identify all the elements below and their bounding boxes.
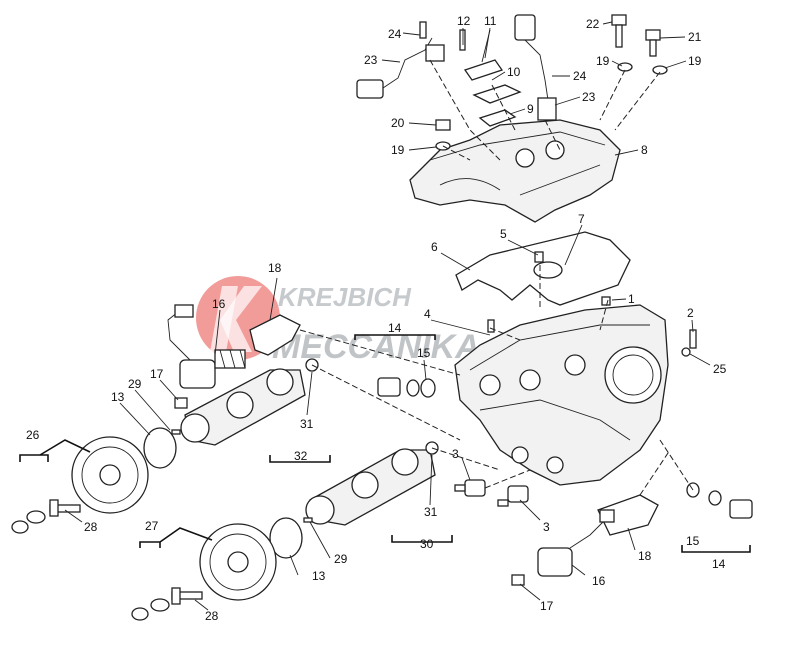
label-13-top: 13 [111, 390, 125, 404]
label-32: 32 [294, 449, 308, 463]
label-3-left: 3 [452, 447, 459, 461]
label-9: 9 [527, 102, 534, 116]
bolt-17-top [174, 397, 188, 409]
plug-5 [534, 251, 544, 263]
label-20: 20 [391, 116, 405, 130]
label-1: 1 [628, 292, 635, 306]
sensor-2 [689, 329, 697, 349]
label-19-right: 19 [688, 54, 702, 68]
label-21: 21 [688, 30, 702, 44]
bolts-22-21 [611, 14, 668, 75]
label-22: 22 [586, 17, 600, 31]
label-6: 6 [431, 240, 438, 254]
label-28-bottom: 28 [205, 609, 219, 623]
sensor-wire-23-right [514, 14, 557, 121]
label-11: 11 [484, 14, 497, 28]
camshaft-30 [305, 441, 439, 526]
plug-assembly-14-right [686, 482, 753, 519]
label-16-bottom: 16 [592, 574, 606, 588]
plug-3-parts [454, 479, 529, 507]
label-15-right: 15 [686, 534, 700, 548]
bolt-17-bottom [511, 574, 525, 586]
watermark-line1: KREJBICH [278, 282, 412, 312]
bracket-18-top [249, 314, 301, 356]
key-29-bottom [303, 517, 313, 523]
label-14-left: 14 [388, 321, 402, 335]
camshaft-32 [180, 358, 319, 446]
cylinder-head [454, 296, 697, 486]
label-24-right: 24 [573, 69, 587, 83]
key-29-top [171, 429, 181, 435]
label-26: 26 [26, 428, 40, 442]
solenoid-16-top [167, 304, 301, 409]
sensor-11 [459, 29, 504, 81]
plug-1 [601, 296, 611, 306]
label-28-top: 28 [84, 520, 98, 534]
watermark-line2: MECCANIKA [272, 328, 480, 366]
label-19-mid: 19 [596, 54, 610, 68]
label-24-top: 24 [388, 27, 402, 41]
label-7: 7 [578, 212, 585, 226]
bracket-18-bottom [597, 494, 659, 536]
label-2: 2 [687, 306, 694, 320]
label-31-top: 31 [300, 417, 314, 431]
nut-25 [681, 347, 691, 357]
label-14-right: 14 [712, 557, 726, 571]
label-13-bottom: 13 [312, 569, 326, 583]
label-23-left: 23 [364, 53, 378, 67]
seal-13-top [143, 427, 177, 469]
label-29-top: 29 [128, 377, 142, 391]
label-19-left: 19 [391, 143, 405, 157]
pulley-26 [11, 436, 149, 534]
leader-lines [64, 21, 711, 611]
valve-cover-8 [409, 119, 621, 223]
seal-13-bottom [269, 517, 303, 559]
label-17-top: 17 [150, 367, 164, 381]
pulley-27 [131, 523, 277, 621]
sensor-wire-23-left [356, 21, 445, 99]
gasket-9-10 [472, 84, 522, 127]
bolt-20-washer-19 [435, 119, 451, 151]
label-12: 12 [457, 14, 471, 28]
gasket-ring-7 [533, 261, 563, 279]
label-16-top: 16 [212, 297, 226, 311]
label-23-right: 23 [582, 90, 596, 104]
label-3-right: 3 [543, 520, 550, 534]
solenoid-16-bottom [511, 509, 615, 586]
stud-4 [487, 319, 495, 333]
assembly-lines [299, 59, 694, 496]
label-29-bottom: 29 [334, 552, 348, 566]
label-31-bottom: 31 [424, 505, 438, 519]
grouping-brackets [19, 334, 751, 553]
label-15-left: 15 [417, 346, 431, 360]
label-27: 27 [145, 519, 159, 533]
label-5: 5 [500, 227, 507, 241]
part-labels: 24 12 11 22 21 23 10 24 19 19 9 23 20 19… [26, 14, 727, 623]
label-8: 8 [641, 143, 648, 157]
label-10: 10 [507, 65, 521, 79]
label-18-bottom: 18 [638, 549, 652, 563]
label-4: 4 [424, 307, 431, 321]
label-25: 25 [713, 362, 727, 376]
label-18-top: 18 [268, 261, 282, 275]
plug-assembly-14-left [377, 377, 436, 398]
label-30: 30 [420, 537, 434, 551]
label-17-bottom: 17 [540, 599, 554, 613]
